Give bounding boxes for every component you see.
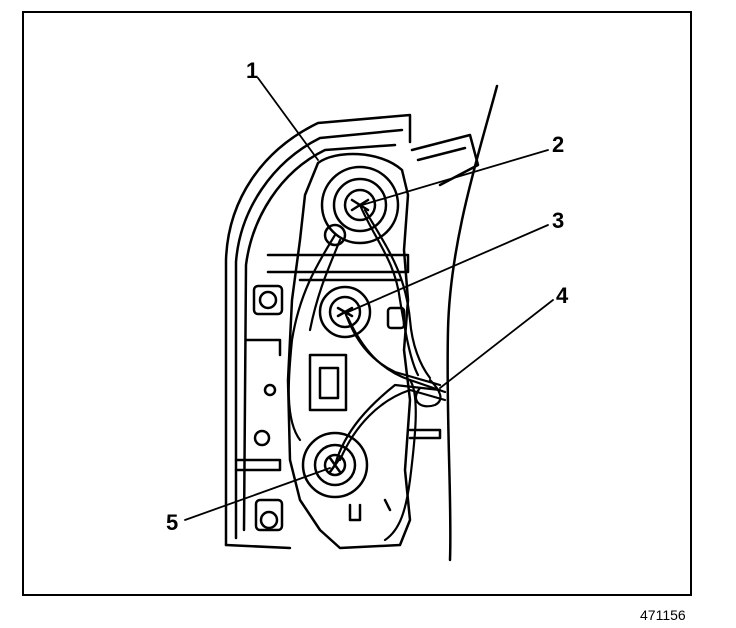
leader-3 <box>347 224 549 313</box>
diagram-frame <box>22 11 692 596</box>
lamp-housing <box>224 113 412 550</box>
callout-5: 5 <box>166 510 179 535</box>
wiring-harness <box>287 203 447 542</box>
callout-1: 1 <box>246 58 259 83</box>
callout-3: 3 <box>552 208 565 233</box>
leader-2 <box>361 149 549 206</box>
bulb-socket-middle <box>318 285 406 339</box>
mounting-nuts <box>252 284 284 532</box>
body-panel <box>410 84 499 562</box>
figure-number: 471156 <box>640 607 686 623</box>
leader-lines <box>184 77 554 521</box>
leader-1 <box>257 77 319 161</box>
leader-4 <box>439 299 554 389</box>
callout-4: 4 <box>556 283 569 308</box>
callout-2: 2 <box>552 132 565 157</box>
leader-5 <box>184 467 331 521</box>
circuit-plate <box>266 152 442 550</box>
